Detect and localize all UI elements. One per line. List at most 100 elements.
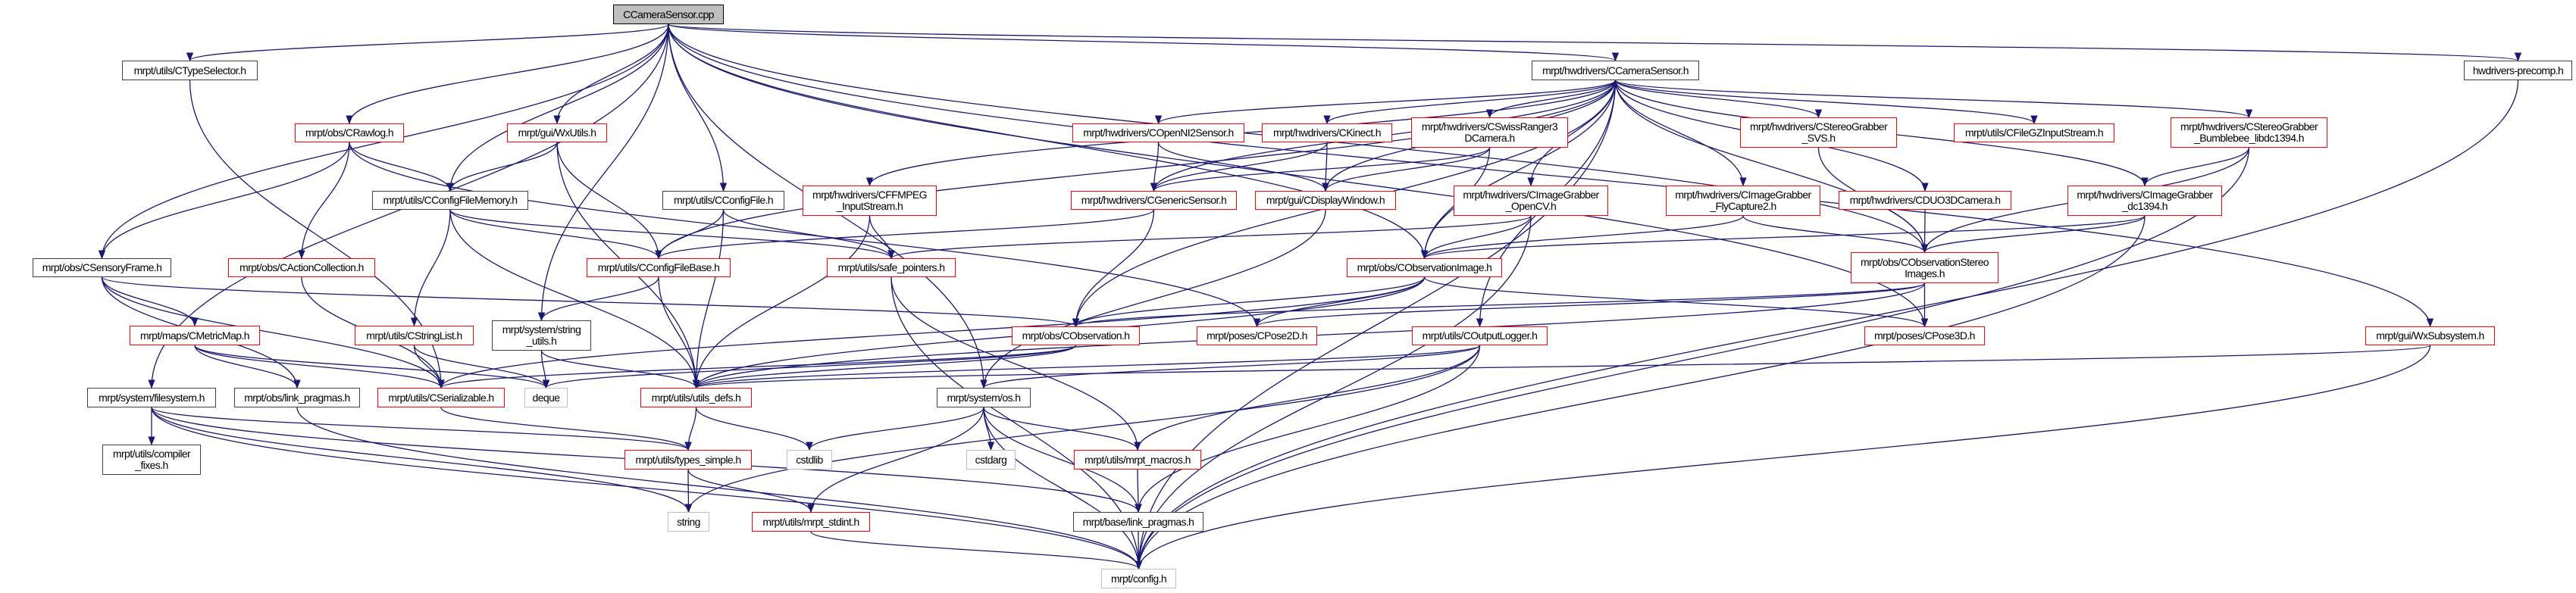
edge-ffmpeg-to-safeptr bbox=[869, 215, 895, 260]
edge-rawlog-to-cfgmem bbox=[349, 142, 454, 192]
edge-camh-to-cfgbase bbox=[655, 80, 1617, 260]
edge-cpp-to-camh bbox=[668, 23, 1619, 62]
graph-node-ffmpeg[interactable]: mrpt/hwdrivers/CFFMPEG _InputStream.h bbox=[803, 186, 937, 216]
graph-node-sensframe[interactable]: mrpt/obs/CSensoryFrame.h bbox=[33, 258, 171, 277]
graph-node-fly[interactable]: mrpt/hwdrivers/CImageGrabber _FlyCapture… bbox=[1666, 186, 1820, 216]
edge-generic-to-cfgbase bbox=[655, 209, 1155, 260]
edge-swiss-to-display bbox=[1322, 147, 1491, 192]
edge-wxsub-to-utdefs bbox=[693, 345, 2431, 389]
edge-obsimg-to-serial bbox=[437, 276, 1426, 389]
graph-node-cfgmem[interactable]: mrpt/utils/CConfigFileMemory.h bbox=[372, 191, 528, 210]
graph-node-rawlog[interactable]: mrpt/obs/CRawlog.h bbox=[295, 123, 404, 142]
edge-logger-to-utdefs bbox=[693, 345, 1481, 389]
edge-cfgbase-to-utdefs bbox=[658, 276, 700, 389]
graph-node-filegz[interactable]: mrpt/utils/CFileGZInputStream.h bbox=[1954, 123, 2114, 142]
graph-node-wxutils[interactable]: mrpt/gui/WxUtils.h bbox=[507, 123, 607, 142]
edge-display-to-os bbox=[980, 209, 1326, 389]
graph-node-generic[interactable]: mrpt/hwdrivers/CGenericSensor.h bbox=[1071, 191, 1237, 210]
graph-node-baselink[interactable]: mrpt/base/link_pragmas.h bbox=[1073, 512, 1203, 532]
edge-cpp-to-pose3d bbox=[668, 23, 1929, 328]
edge-rawlog-to-sensframe bbox=[98, 142, 350, 260]
graph-node-dc1394[interactable]: mrpt/hwdrivers/CImageGrabber _dc1394.h bbox=[2067, 186, 2222, 216]
graph-node-macros[interactable]: mrpt/utils/mrpt_macros.h bbox=[1074, 450, 1201, 470]
edge-opencv-to-obsimg bbox=[1420, 215, 1532, 260]
edge-sensframe-to-serial bbox=[101, 276, 445, 389]
graph-node-camh[interactable]: mrpt/hwdrivers/CCameraSensor.h bbox=[1532, 61, 1699, 80]
edge-fly-to-obsstereo bbox=[1742, 215, 1929, 254]
edge-safeptr-to-macros bbox=[890, 276, 1141, 451]
graph-node-actcoll[interactable]: mrpt/obs/CActionCollection.h bbox=[228, 258, 375, 277]
graph-node-cstdarg[interactable]: cstdarg bbox=[966, 450, 1016, 470]
edge-obsstereo-to-pose2d bbox=[1254, 282, 1926, 328]
graph-node-duo[interactable]: mrpt/hwdrivers/CDUO3DCamera.h bbox=[1839, 191, 2011, 210]
graph-node-serial[interactable]: mrpt/utils/CSerializable.h bbox=[377, 388, 505, 407]
edge-wxutils-to-cfgbase bbox=[556, 142, 662, 260]
edge-cpp-to-ctype bbox=[186, 23, 669, 62]
graph-node-string[interactable]: string bbox=[668, 512, 709, 532]
graph-node-logger[interactable]: mrpt/utils/COutputLogger.h bbox=[1412, 326, 1548, 345]
edge-kinect-to-generic bbox=[1150, 142, 1328, 192]
graph-node-obs[interactable]: mrpt/obs/CObservation.h bbox=[1012, 326, 1140, 345]
graph-node-fs[interactable]: mrpt/system/filesystem.h bbox=[87, 388, 216, 407]
edge-metricmap-to-serial bbox=[194, 345, 445, 389]
graph-node-pose3d[interactable]: mrpt/poses/CPose3D.h bbox=[1864, 326, 1985, 345]
edge-wxutils-to-cfgmem bbox=[446, 142, 558, 192]
graph-node-display[interactable]: mrpt/gui/CDisplayWindow.h bbox=[1255, 191, 1396, 210]
edge-sensframe-to-metricmap bbox=[101, 276, 199, 327]
edge-fs-to-string bbox=[151, 407, 693, 513]
graph-node-cstdlib[interactable]: cstdlib bbox=[787, 450, 832, 470]
graph-node-cfgbase[interactable]: mrpt/utils/CConfigFileBase.h bbox=[587, 258, 731, 277]
edge-utdefs-to-cstdlib bbox=[695, 407, 813, 451]
graph-node-openni[interactable]: mrpt/hwdrivers/COpenNI2Sensor.h bbox=[1072, 123, 1244, 142]
graph-node-os[interactable]: mrpt/system/os.h bbox=[937, 388, 1031, 407]
graph-node-deque[interactable]: deque bbox=[524, 388, 568, 407]
graph-node-swiss[interactable]: mrpt/hwdrivers/CSwissRanger3 DCamera.h bbox=[1411, 117, 1568, 148]
edge-cfgmem-to-strlist bbox=[410, 209, 451, 327]
edge-wxsub-to-config bbox=[1135, 345, 2431, 570]
graph-node-bumble[interactable]: mrpt/hwdrivers/CStereoGrabber _Bumblebee… bbox=[2171, 117, 2327, 148]
edge-sensframe-to-obs bbox=[101, 276, 1079, 328]
graph-node-safeptr[interactable]: mrpt/utils/safe_pointers.h bbox=[827, 258, 956, 277]
edge-obs-to-serial bbox=[437, 345, 1077, 389]
graph-node-pose2d[interactable]: mrpt/poses/CPose2D.h bbox=[1197, 326, 1317, 345]
graph-node-cpp[interactable]: CCameraSensor.cpp bbox=[613, 5, 724, 24]
graph-node-obsimg[interactable]: mrpt/obs/CObservationImage.h bbox=[1347, 258, 1502, 277]
edge-camh-to-kinect bbox=[1323, 80, 1617, 125]
edge-cpp-to-wxutils bbox=[553, 23, 669, 125]
edge-metricmap-to-obslink bbox=[194, 345, 301, 389]
graph-node-wxsub[interactable]: mrpt/gui/WxSubsystem.h bbox=[2365, 326, 2495, 345]
edge-obs-to-deque bbox=[543, 345, 1077, 389]
graph-node-typesimple[interactable]: mrpt/utils/types_simple.h bbox=[624, 450, 752, 470]
edge-camh-to-fly bbox=[1614, 80, 1747, 187]
graph-node-metricmap[interactable]: mrpt/maps/CMetricMap.h bbox=[130, 326, 260, 345]
edge-typesimple-to-stdint bbox=[687, 469, 815, 513]
edge-cfgmem-to-safeptr bbox=[449, 209, 895, 260]
graph-node-utdefs[interactable]: mrpt/utils/utils_defs.h bbox=[640, 388, 752, 407]
edge-utdefs-to-typesimple bbox=[684, 407, 697, 451]
edge-logger-to-os bbox=[980, 345, 1481, 389]
graph-node-cfgfile[interactable]: mrpt/utils/CConfigFile.h bbox=[662, 191, 784, 210]
graph-node-ctype[interactable]: mrpt/utils/CTypeSelector.h bbox=[122, 61, 258, 80]
edge-opencv-to-config bbox=[1135, 215, 1532, 570]
edge-cpp-to-wxsub bbox=[668, 23, 2434, 328]
graph-node-strlist[interactable]: mrpt/utils/CStringList.h bbox=[355, 326, 474, 345]
edge-cfgbase-to-strutils bbox=[537, 276, 659, 322]
edge-os-to-config bbox=[983, 407, 1143, 570]
graph-node-config[interactable]: mrpt/config.h bbox=[1101, 569, 1176, 588]
graph-node-precomp[interactable]: hwdrivers-precomp.h bbox=[2464, 61, 2572, 80]
edge-serial-to-typesimple bbox=[440, 407, 692, 451]
graph-node-opencv[interactable]: mrpt/hwdrivers/CImageGrabber _OpenCV.h bbox=[1454, 186, 1608, 216]
edge-camh-to-obsstereo bbox=[1614, 80, 1929, 254]
edge-bumble-to-config bbox=[1135, 147, 2250, 570]
graph-node-strutils[interactable]: mrpt/system/string _utils.h bbox=[492, 320, 591, 351]
graph-node-obslink[interactable]: mrpt/obs/link_pragmas.h bbox=[234, 388, 360, 407]
graph-node-kinect[interactable]: mrpt/hwdrivers/CKinect.h bbox=[1262, 123, 1392, 142]
edge-dc1394-to-config bbox=[1135, 215, 2146, 570]
graph-node-svs[interactable]: mrpt/hwdrivers/CStereoGrabber _SVS.h bbox=[1740, 117, 1897, 148]
graph-node-compfix[interactable]: mrpt/utils/compiler _fixes.h bbox=[102, 445, 201, 475]
edge-camh-to-svs bbox=[1614, 80, 1823, 119]
graph-node-stdint[interactable]: mrpt/utils/mrpt_stdint.h bbox=[752, 512, 870, 532]
edge-dc1394-to-obsimg bbox=[1421, 215, 2146, 260]
graph-node-obsstereo[interactable]: mrpt/obs/CObservationStereo Images.h bbox=[1851, 252, 1999, 283]
edge-opencv-to-safeptr bbox=[887, 215, 1532, 260]
